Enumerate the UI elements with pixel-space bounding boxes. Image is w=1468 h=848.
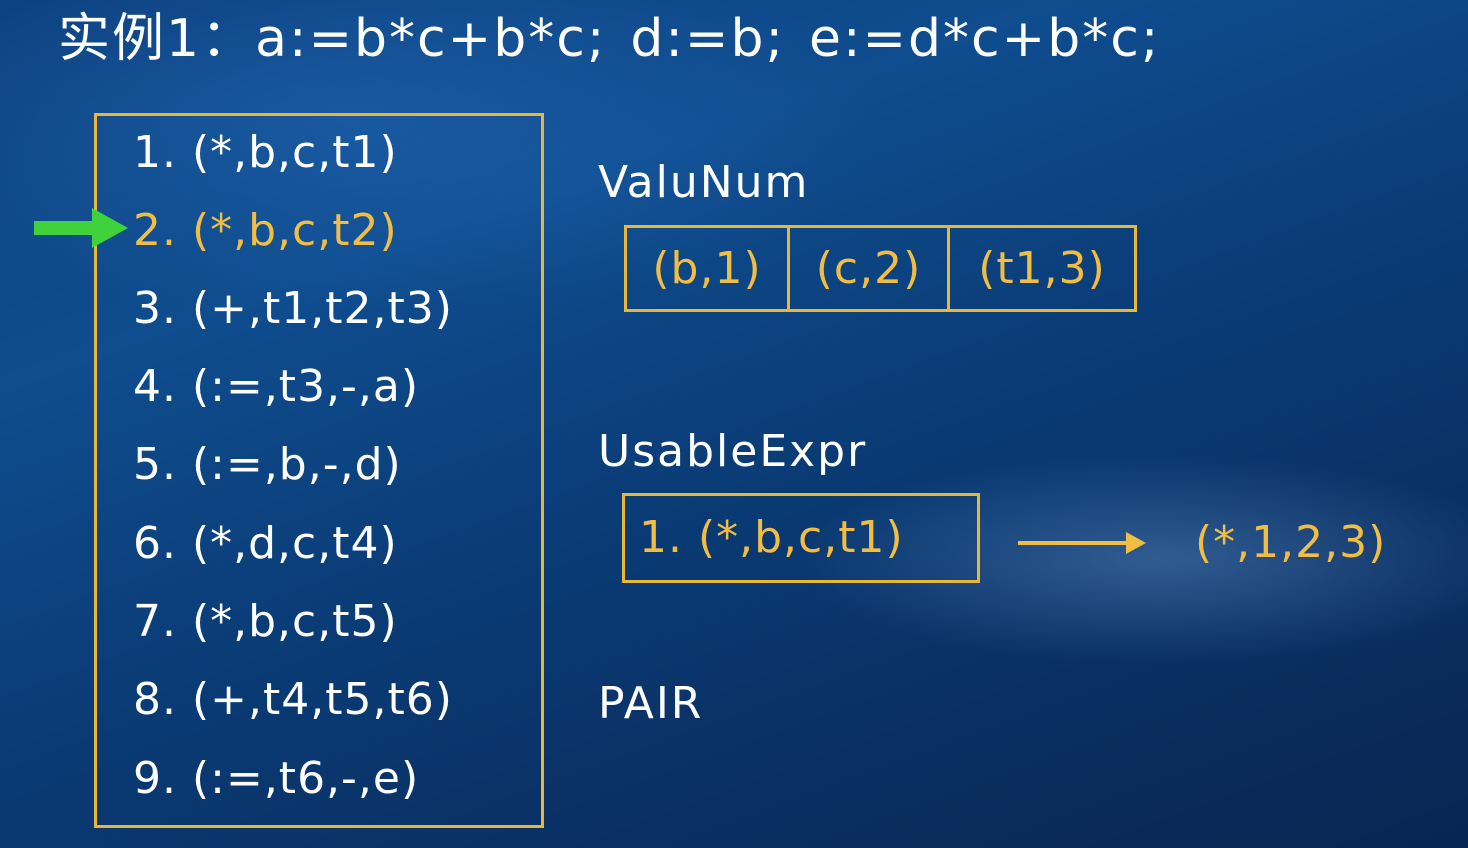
title-statement-1: a:=b*c+b*c; xyxy=(255,9,607,69)
quadruple-8: 8. (+,t4,t5,t6) xyxy=(133,674,453,725)
quadruple-4: 4. (:=,t3,-,a) xyxy=(133,361,420,412)
pair-label: PAIR xyxy=(598,678,704,729)
title-statement-3: e:=d*c+b*c; xyxy=(808,9,1161,69)
title-label: 实例1： xyxy=(58,9,256,69)
current-pointer-arrow-icon xyxy=(34,208,128,248)
quadruple-list-box xyxy=(94,113,544,828)
quadruple-5: 5. (:=,b,-,d) xyxy=(133,439,402,490)
quadruple-3: 3. (+,t1,t2,t3) xyxy=(133,283,453,334)
quadruple-7: 7. (*,b,c,t5) xyxy=(133,596,398,647)
quadruple-9: 9. (:=,t6,-,e) xyxy=(133,753,420,804)
usableexpr-label: UsableExpr xyxy=(598,426,868,477)
valunum-cell: (b,1) xyxy=(652,243,762,294)
valunum-label: ValuNum xyxy=(598,157,810,208)
quadruple-1: 1. (*,b,c,t1) xyxy=(133,127,398,178)
valunum-cell: (c,2) xyxy=(787,228,947,309)
right-arrow-icon xyxy=(1018,532,1146,554)
quadruple-2-current: 2. (*,b,c,t2) xyxy=(133,205,398,256)
usableexpr-entry: 1. (*,b,c,t1) xyxy=(622,493,980,583)
slide-title: 实例1：a:=b*c+b*c; d:=b; e:=d*c+b*c; xyxy=(58,2,1160,76)
quadruple-6: 6. (*,d,c,t4) xyxy=(133,518,398,569)
valunum-cell: (t1,3) xyxy=(947,228,1134,309)
usableexpr-mapped-value: (*,1,2,3) xyxy=(1195,517,1387,568)
title-statement-2: d:=b; xyxy=(630,9,785,69)
valunum-table: (b,1) (c,2) (t1,3) xyxy=(624,225,1137,312)
